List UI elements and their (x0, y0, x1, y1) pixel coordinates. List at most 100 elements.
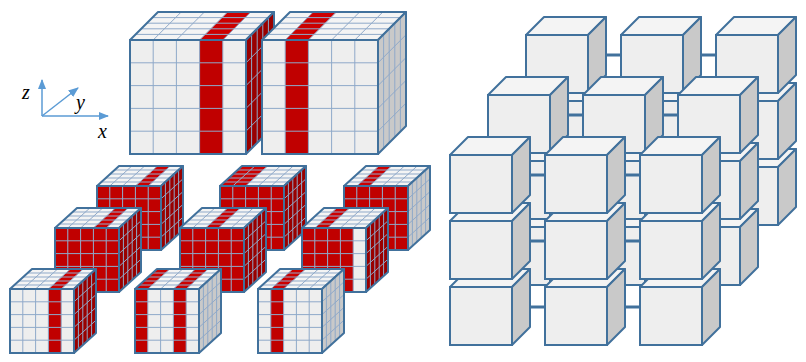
grid-line (276, 273, 340, 274)
red-slab-front (285, 40, 308, 154)
grid-line (302, 253, 366, 254)
cube-side-face (778, 83, 796, 159)
grid-line (374, 220, 375, 284)
grid-line (206, 208, 228, 228)
cube-edge (545, 155, 607, 213)
grid-line (123, 166, 145, 186)
grid-line (296, 289, 297, 353)
cube-side-face (322, 269, 344, 353)
grid-line (335, 277, 336, 341)
grid-line (97, 198, 161, 199)
cube-side-face (702, 137, 720, 213)
grid-line (153, 273, 217, 274)
grid-line (203, 285, 204, 349)
grid-line (231, 228, 232, 292)
grid-line (115, 170, 179, 171)
grid-line (173, 269, 195, 289)
grid-line (331, 40, 332, 154)
cube-side-face (512, 269, 530, 345)
cube-side-face (702, 269, 720, 345)
grid-line (10, 314, 74, 315)
cube-side-face (778, 149, 796, 225)
grid-line (130, 62, 246, 63)
cube-edge (258, 289, 322, 353)
grid-line (193, 208, 215, 228)
grid-line (119, 246, 141, 266)
cube-edge (322, 269, 344, 353)
cube (130, 12, 274, 154)
grid-line (55, 253, 119, 254)
grid-line (152, 17, 268, 18)
grid-line (353, 178, 417, 179)
grid-line (101, 182, 165, 183)
cube (262, 12, 406, 154)
grid-line (180, 266, 244, 267)
grid-line (297, 174, 298, 238)
grid-line (130, 108, 246, 109)
cube-side-face (119, 208, 141, 292)
grid-line (425, 170, 426, 234)
grid-line (135, 314, 199, 315)
grid-line (147, 289, 148, 353)
grid-line (262, 62, 378, 63)
grid-line (262, 85, 378, 86)
red-slab-front (200, 40, 223, 154)
grid-line (153, 40, 154, 154)
grid-line (68, 216, 132, 217)
red-slab-front (231, 228, 244, 292)
grid-line (200, 12, 228, 40)
grid-line (378, 35, 406, 63)
cube-front-face (10, 289, 74, 353)
grid-line (14, 285, 78, 286)
cube-edge (408, 166, 430, 250)
grid-line (91, 273, 92, 337)
grid-line (19, 281, 83, 282)
grid-line (270, 289, 271, 353)
red-slab-front (148, 186, 161, 250)
grid-line (357, 174, 421, 175)
cube-edge (199, 269, 221, 353)
grid-line (148, 277, 212, 278)
grid-line (315, 216, 379, 217)
grid-line (340, 208, 362, 228)
grid-line (147, 23, 263, 24)
grid-line (309, 289, 310, 353)
grid-line (288, 182, 289, 246)
grid-line (136, 212, 137, 276)
grid-line (267, 281, 331, 282)
grid-line (308, 40, 309, 154)
grid-line (326, 285, 327, 349)
cube-edge (778, 83, 796, 159)
grid-line (136, 34, 252, 35)
cube-front-face (450, 155, 512, 213)
cube (640, 203, 720, 279)
grid-line (322, 307, 344, 327)
cube (640, 269, 720, 345)
grid-line (127, 220, 128, 284)
cube (640, 137, 720, 213)
grid-line (48, 269, 70, 289)
cube-side-face (366, 208, 388, 292)
cube-edge (640, 155, 702, 213)
grid-line (262, 108, 378, 109)
grid-line (135, 301, 199, 302)
grid-line (178, 170, 179, 234)
cube-edge (512, 203, 530, 279)
grid-line (328, 208, 350, 228)
grid-line (153, 12, 181, 40)
cube-edge (607, 137, 625, 213)
grid-line (320, 212, 384, 213)
cube-edge (130, 40, 246, 154)
cube-edge (74, 269, 96, 353)
grid-line (416, 178, 417, 242)
cube (450, 269, 530, 345)
cube-edge (512, 137, 530, 213)
grid-line (344, 198, 408, 199)
grid-line (378, 80, 406, 108)
grid-line (212, 277, 213, 341)
grid-line (284, 269, 306, 289)
red-slab-front (48, 289, 61, 353)
cube-edge (545, 221, 607, 279)
grid-line (23, 269, 45, 289)
